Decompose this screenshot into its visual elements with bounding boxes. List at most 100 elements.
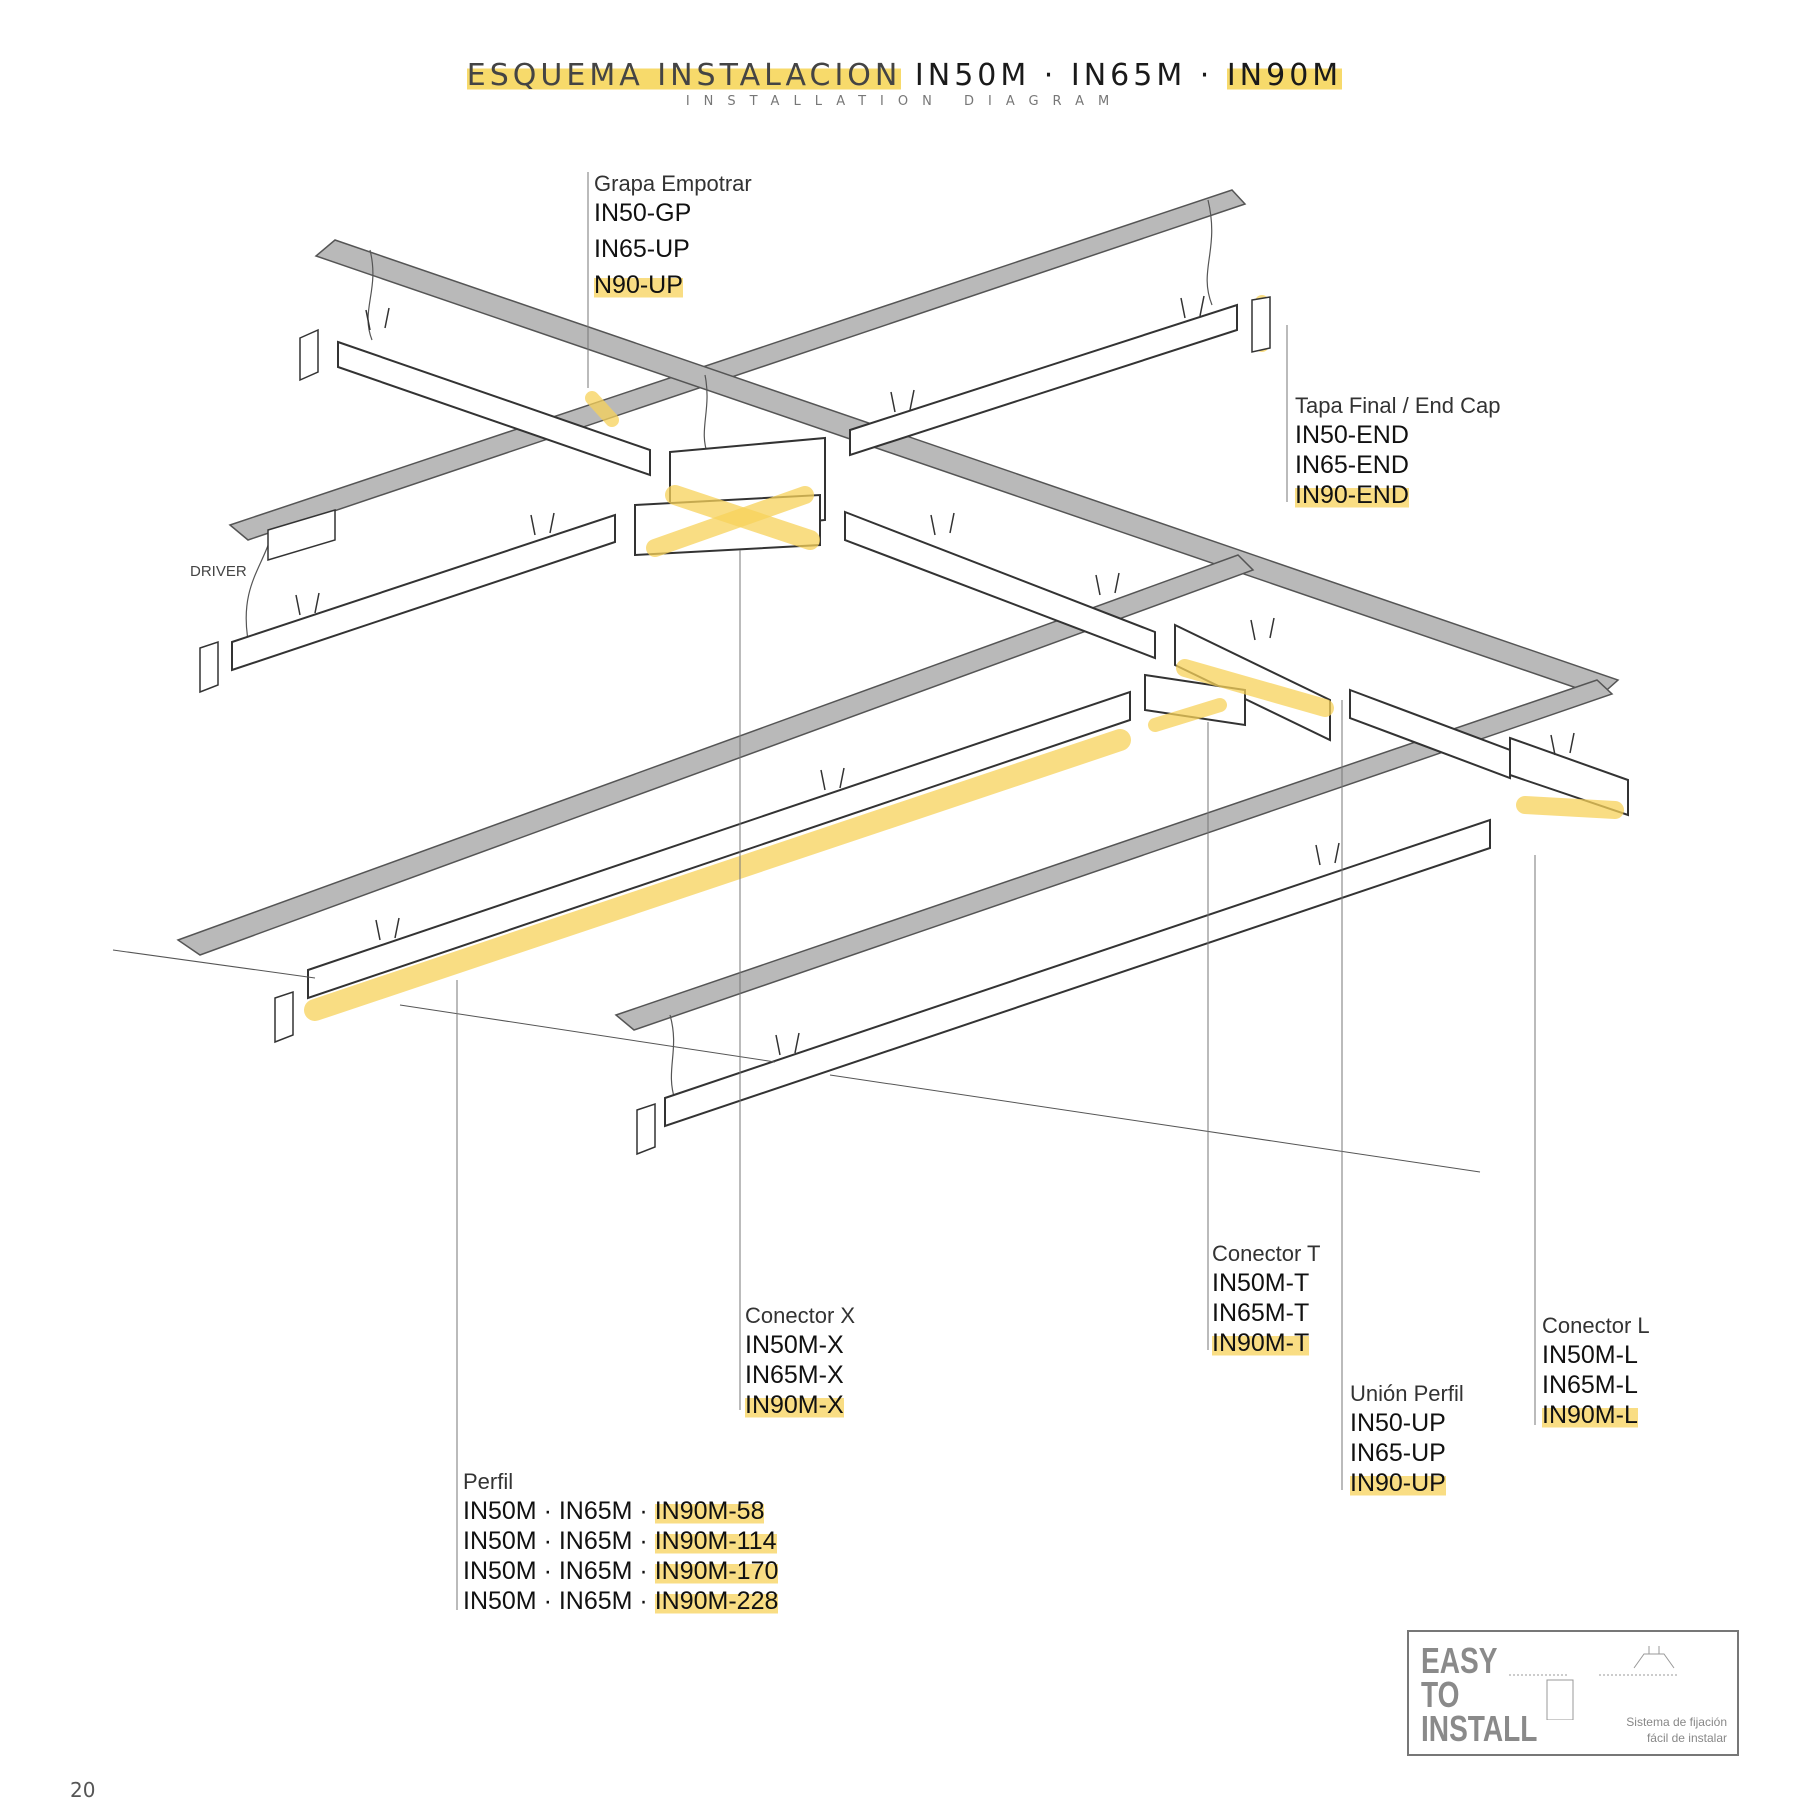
end-cap-2	[1251, 296, 1271, 353]
badge-line-1: EASY	[1421, 1640, 1498, 1681]
badge-clip-illustration	[1509, 1646, 1679, 1720]
end-cap-3	[199, 640, 219, 694]
end-cap-4	[274, 990, 294, 1044]
title-highlight: ESQUEMA INSTALACION	[466, 58, 902, 93]
connector-x-code-3: IN90M-X	[745, 1390, 855, 1420]
title-in90m: IN90M	[1226, 58, 1343, 93]
clip-3	[1180, 295, 1205, 319]
union-code-1: IN50-UP	[1350, 1409, 1446, 1437]
linear-profiles	[231, 303, 1511, 1128]
perfil-caption: Perfil	[463, 1469, 514, 1494]
clip-10	[375, 917, 400, 941]
badge-line-2: TO	[1421, 1674, 1460, 1715]
endcap-code-1: IN50-END	[1295, 421, 1409, 449]
profile-upper-left	[337, 340, 651, 477]
grapa-code-3-text: N90-UP	[594, 271, 683, 299]
badge-profile-outline	[1546, 1679, 1574, 1720]
perfil-row-1: IN50M · IN65M · IN90M-58	[463, 1496, 778, 1526]
driver-label: DRIVER	[190, 563, 247, 580]
in90m-highlights	[304, 295, 1624, 1021]
clip-6	[930, 512, 955, 536]
guide-line-1	[112, 949, 316, 979]
connector-l-code-3-text: IN90M-L	[1542, 1401, 1638, 1429]
page-number: 20	[70, 1778, 96, 1802]
connector-x-code-3-text: IN90M-X	[745, 1391, 844, 1419]
label-perfil: Perfil IN50M · IN65M · IN90M-58 IN50M · …	[463, 1468, 779, 1616]
wire-5	[669, 1014, 676, 1101]
union-code-3-text: IN90-UP	[1350, 1469, 1446, 1497]
profile-front	[664, 818, 1491, 1128]
grapa-code-1: IN50-GP	[594, 199, 692, 227]
perfil-row-4-code: IN90M-228	[654, 1587, 779, 1615]
wire-1	[367, 249, 374, 341]
label-connector-l: Conector L IN50M-L IN65M-L IN90M-L	[1542, 1312, 1650, 1430]
highlight-long-profile	[304, 729, 1131, 1021]
clip-1	[365, 307, 390, 331]
wire-3	[703, 374, 709, 456]
connector-t-base	[1144, 673, 1246, 727]
wire-2	[1206, 199, 1213, 306]
profile-right	[1349, 688, 1511, 780]
page-title: ESQUEMA INSTALACION IN50M · IN65M · IN90…	[0, 58, 1809, 93]
grapa-code-3: N90-UP	[594, 270, 752, 300]
clip-9	[820, 767, 845, 791]
union-code-3: IN90-UP	[1350, 1468, 1464, 1498]
connector-t-code-3: IN90M-T	[1212, 1328, 1320, 1358]
wire-4	[245, 539, 271, 641]
badge-line-3: INSTALL	[1421, 1708, 1538, 1749]
clip-2	[890, 389, 915, 413]
connector-t-caption: Conector T	[1212, 1241, 1321, 1266]
grapa-caption: Grapa Empotrar	[594, 171, 752, 196]
perfil-row-4: IN50M · IN65M · IN90M-228	[463, 1586, 779, 1616]
profile-middle	[844, 510, 1156, 660]
connector-t-code-3-text: IN90M-T	[1212, 1329, 1310, 1357]
endcap-code-2: IN65-END	[1295, 451, 1409, 479]
channel-middle	[176, 554, 1255, 956]
highlight-connector-t	[1176, 659, 1334, 717]
perfil-row-1-code: IN90M-58	[654, 1497, 765, 1525]
profile-upper-right	[849, 303, 1238, 457]
perfil-row-3-prefix: IN50M · IN65M ·	[463, 1557, 655, 1585]
ceiling-channels	[176, 189, 1620, 1031]
guide-line-2	[399, 1004, 776, 1063]
leader-lines	[456, 172, 1536, 1610]
connector-x-caption: Conector X	[745, 1303, 856, 1328]
connector-l	[1509, 736, 1629, 817]
perfil-row-1-prefix: IN50M · IN65M ·	[463, 1497, 655, 1525]
label-union-perfil: Unión Perfil IN50-UP IN65-UP IN90-UP	[1350, 1380, 1464, 1498]
perfil-row-3: IN50M · IN65M · IN90M-170	[463, 1556, 779, 1586]
highlight-grapa	[585, 391, 619, 427]
endcap-code-3-text: IN90-END	[1295, 481, 1409, 509]
connector-l-code-3: IN90M-L	[1542, 1400, 1650, 1430]
channel-lower	[614, 679, 1614, 1031]
highlight-connector-t-base	[1148, 698, 1227, 732]
endcap-code-3: IN90-END	[1295, 480, 1500, 510]
perfil-row-3-code: IN90M-170	[654, 1557, 779, 1585]
end-cap-5	[636, 1102, 656, 1156]
label-grapa-empotrar: Grapa Empotrar IN50-GP IN65-UP N90-UP	[594, 170, 752, 300]
union-code-2: IN65-UP	[1350, 1439, 1446, 1467]
clip-12	[775, 1032, 800, 1056]
driver-box	[267, 508, 336, 562]
perfil-row-2-prefix: IN50M · IN65M ·	[463, 1527, 655, 1555]
end-caps	[199, 296, 1271, 1156]
label-connector-t: Conector T IN50M-T IN65M-T IN90M-T	[1212, 1240, 1320, 1358]
easy-install-badge: EASY TO INSTALL Sistema de fijación fáci…	[1407, 1630, 1739, 1756]
suspension-wires	[245, 199, 1213, 1101]
highlight-connector-x-b	[646, 486, 814, 557]
badge-note-2: fácil de instalar	[1646, 1731, 1727, 1745]
highlight-connector-l	[1516, 796, 1624, 819]
badge-note: Sistema de fijación fácil de instalar	[1626, 1714, 1727, 1746]
perfil-row-2-code: IN90M-114	[654, 1527, 777, 1555]
channel-diagonal-upper	[228, 189, 1247, 541]
grapa-code-2: IN65-UP	[594, 235, 690, 263]
connector-x-code-1: IN50M-X	[745, 1331, 844, 1359]
title-models: IN50M · IN65M ·	[901, 58, 1227, 93]
mounting-clips	[295, 295, 1575, 1056]
badge-clip-shape	[1633, 1646, 1675, 1669]
connector-t-code-1: IN50M-T	[1212, 1269, 1310, 1297]
guide-line-3	[829, 1074, 1481, 1173]
page-subtitle: INSTALLATION DIAGRAM	[685, 94, 1124, 109]
